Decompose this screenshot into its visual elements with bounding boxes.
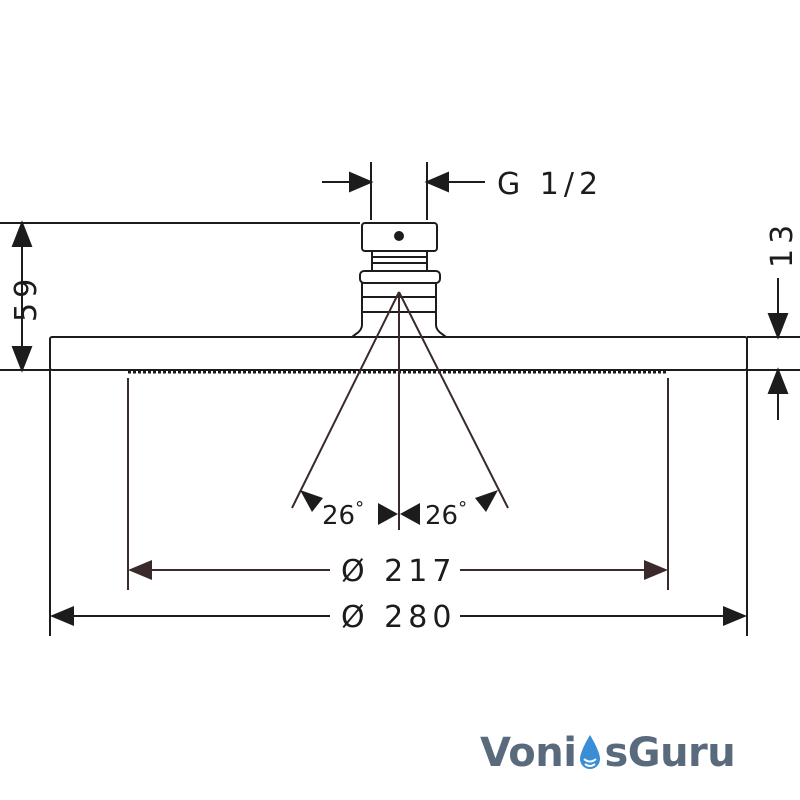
- outer-diameter-dimension: [49, 370, 748, 636]
- inner-diameter-dimension: [127, 378, 669, 590]
- height-label: 59: [9, 274, 44, 322]
- water-drop-icon: [580, 735, 601, 769]
- thread-label: G 1/2: [497, 167, 603, 202]
- plate-thickness-label: 13: [765, 220, 800, 268]
- ball-joint-collar: [359, 270, 441, 284]
- plate-thickness-dimension: [747, 278, 800, 420]
- angle-left-label: 26°: [322, 498, 364, 531]
- logo-text-part1: Voni: [480, 730, 577, 776]
- thread-section: [371, 250, 428, 272]
- angle-right-label: 26°: [425, 498, 467, 531]
- height-dimension: [0, 220, 360, 373]
- voniosguru-logo: Voni sGuru: [480, 724, 780, 782]
- thread-dimension: [322, 162, 485, 220]
- spray-angle-dimension: [291, 291, 509, 530]
- inner-diameter-label: Ø 217: [341, 554, 456, 589]
- nut-hole: [394, 231, 404, 241]
- outer-diameter-label: Ø 280: [341, 600, 456, 635]
- logo-text-part2: sGuru: [604, 730, 736, 776]
